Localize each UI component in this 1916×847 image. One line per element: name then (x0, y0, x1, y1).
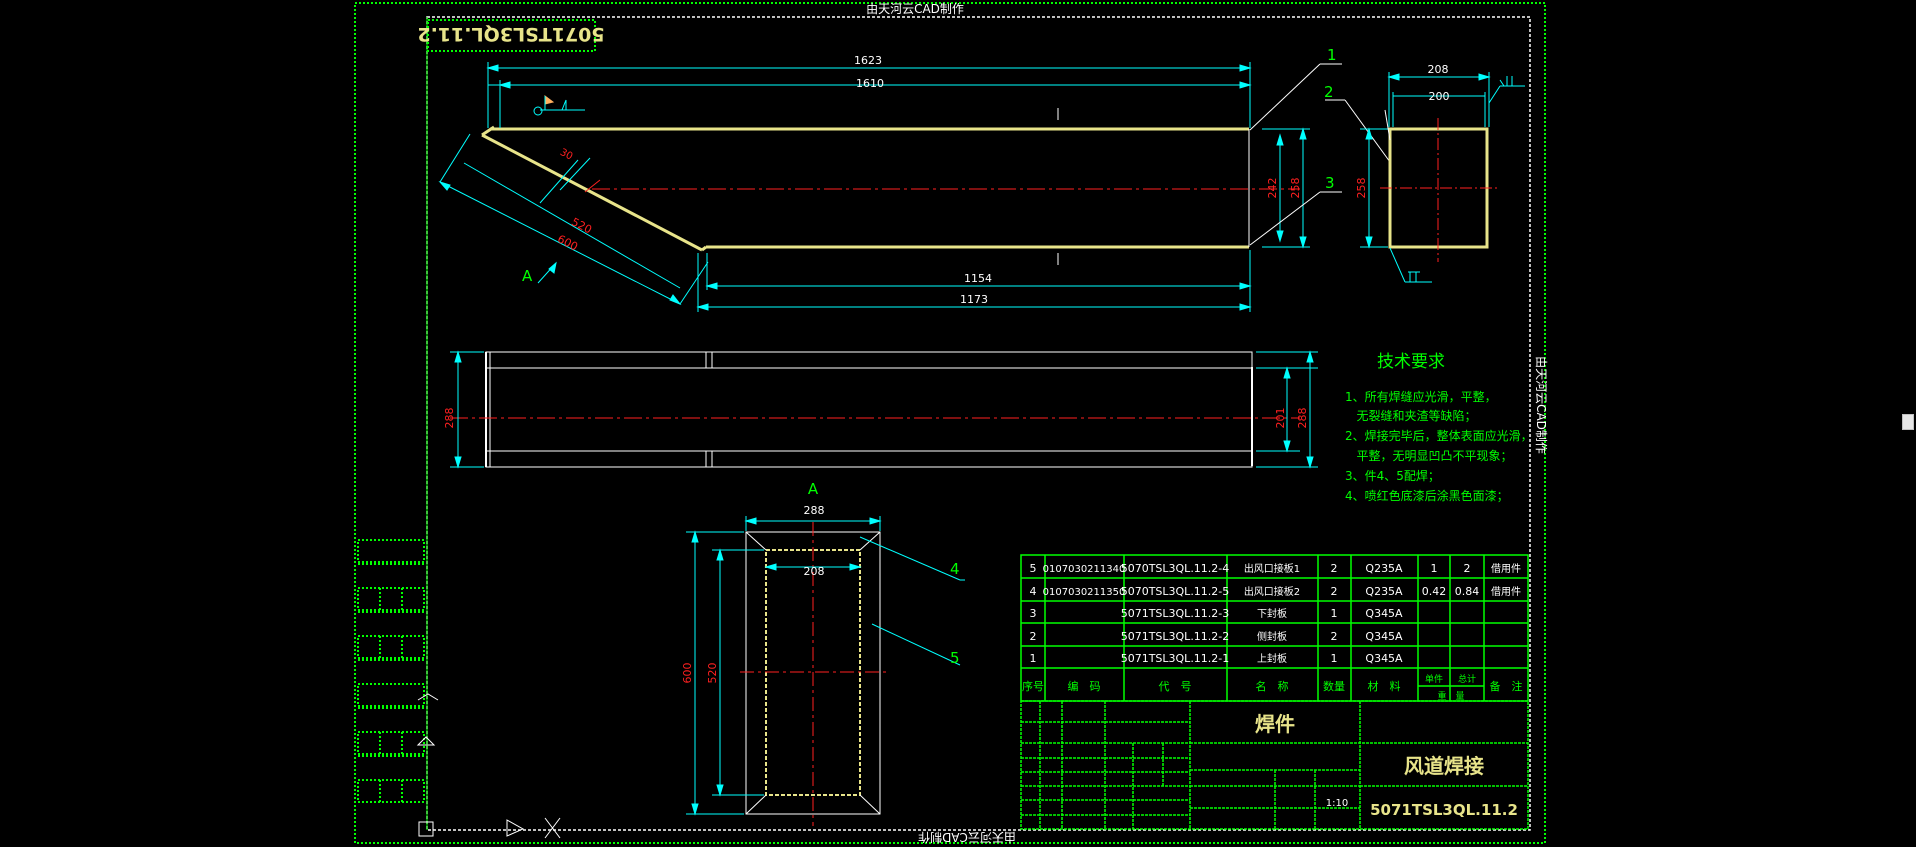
view-a-dim-288: 288 (804, 504, 825, 517)
dim-30: 30 (558, 147, 574, 163)
title-drawing-no: 5071TSL3QL.11.2 (1370, 801, 1518, 819)
bom-cell-name: 上封板 (1257, 652, 1287, 665)
watermark-bottom: 由天河云CAD制作 (918, 830, 1016, 844)
tech-req-line-4: 平整，无明显凹凸不平现象； (1345, 448, 1512, 463)
dim-520: 520 (569, 215, 594, 236)
view-a-dim-520: 520 (706, 663, 719, 684)
view-a (686, 516, 965, 826)
tech-req-line-1: 1、所有焊缝应光滑，平整， (1345, 389, 1497, 404)
drawing-number-box: 5071TSL3QL.11.2 (417, 19, 605, 52)
bom-cell-w2: 0.84 (1455, 585, 1480, 598)
bom-header-no: 序号 (1022, 679, 1044, 693)
dim-258: 258 (1289, 178, 1302, 199)
bom-cell-part: 5071TSL3QL.11.2-3 (1121, 607, 1230, 620)
bom-cell-qty: 2 (1331, 630, 1338, 643)
bom-header-note: 备 注 (1490, 679, 1523, 693)
main-view-dims (438, 62, 1310, 312)
watermark-right: 由天河云CAD制作 (1534, 356, 1548, 454)
side-dim-200: 200 (1429, 90, 1450, 103)
balloon-4: 4 (950, 560, 960, 578)
balloon-5: 5 (950, 649, 960, 667)
balloon-2: 2 (1324, 83, 1334, 101)
bom-cell-note: 借用件 (1491, 563, 1521, 575)
bom-cell-name: 出风口接板2 (1244, 585, 1300, 598)
plan-dim-288-right: 288 (1296, 408, 1309, 429)
bom-cell-no: 4 (1030, 585, 1037, 598)
bom-header-w2: 总计 (1458, 673, 1476, 685)
tech-req-line-3: 2、焊接完毕后，整体表面应光滑， (1345, 428, 1533, 443)
bom-cell-part: 5071TSL3QL.11.2-1 (1121, 652, 1230, 665)
title-assembly: 焊件 (1255, 712, 1295, 736)
drawing-number-upside: 5071TSL3QL.11.2 (417, 23, 604, 45)
dim-1173: 1173 (960, 293, 988, 306)
bom-header-qty: 数量 (1323, 680, 1345, 693)
dim-1154: 1154 (964, 272, 992, 285)
bom-cell-w1: 0.42 (1422, 585, 1447, 598)
bom-cell-no: 3 (1030, 607, 1037, 620)
tech-req-line-5: 3、件4、5配焊； (1345, 468, 1440, 483)
bom-cell-no: 5 (1030, 562, 1037, 575)
bom-cell-mat: Q345A (1365, 652, 1403, 665)
ucs-icon (416, 693, 561, 839)
vertical-scrollbar-thumb[interactable] (1902, 414, 1914, 430)
plan-dim-201: 201 (1274, 408, 1287, 429)
tech-req-title: 技术要求 (1377, 352, 1445, 372)
bom-cell-qty: 1 (1331, 652, 1338, 665)
bom-cell-note: 借用件 (1491, 586, 1521, 598)
bom-cell-qty: 2 (1331, 562, 1338, 575)
dim-1610: 1610 (856, 77, 884, 90)
bom-cell-mat: Q235A (1365, 585, 1403, 598)
bom-cell-no: 1 (1030, 652, 1037, 665)
side-view (1360, 72, 1525, 283)
side-dim-258: 258 (1355, 178, 1368, 199)
view-a-dim-600: 600 (681, 663, 694, 684)
bom-cell-code: 0107030211350 (1043, 587, 1126, 598)
main-view (481, 108, 1300, 265)
tech-req-line-2: 无裂缝和夹渣等缺陷； (1345, 408, 1476, 423)
left-strip (357, 539, 425, 803)
bom-cell-qty: 1 (1331, 607, 1338, 620)
balloon-3: 3 (1325, 174, 1335, 192)
bom-cell-no: 2 (1030, 630, 1037, 643)
bom-cell-w2: 2 (1464, 562, 1471, 575)
dim-1623: 1623 (854, 54, 882, 67)
bom-cell-name: 侧封板 (1257, 630, 1287, 643)
title-block-grid (1020, 700, 1529, 830)
dim-242: 242 (1266, 178, 1279, 199)
view-a-dim-208: 208 (804, 565, 825, 578)
bom-header-mat: 材 料 (1368, 679, 1401, 693)
bom-cell-qty: 2 (1331, 585, 1338, 598)
bom-cell-name: 出风口接板1 (1244, 562, 1300, 575)
title-ratio: 1:10 (1326, 798, 1348, 809)
leaders-main (1249, 63, 1391, 246)
bom-cell-w1: 1 (1431, 562, 1438, 575)
bom-header-weight: 重 量 (1437, 690, 1464, 702)
bom-cell-part: 5070TSL3QL.11.2-5 (1121, 585, 1230, 598)
bom-cell-name: 下封板 (1257, 607, 1287, 620)
plan-dim-288-left: 288 (443, 408, 456, 429)
tech-req-line-6: 4、喷红色底漆后涂黑色面漆； (1345, 488, 1509, 503)
bom-header-code: 编 码 (1068, 679, 1101, 693)
view-a-arrow-label: A (522, 267, 533, 285)
bom-header-name: 名 称 (1256, 679, 1289, 693)
bom-cell-mat: Q345A (1365, 630, 1403, 643)
plan-view (450, 350, 1318, 469)
dim-600: 600 (555, 232, 580, 253)
bom-cell-part: 5070TSL3QL.11.2-4 (1121, 562, 1230, 575)
title-part-name: 风道焊接 (1404, 754, 1484, 778)
watermark-top: 由天河云CAD制作 (866, 2, 964, 16)
side-dim-208: 208 (1428, 63, 1449, 76)
view-a-title: A (808, 480, 819, 498)
bom-cell-code: 0107030211340 (1043, 564, 1126, 575)
bom-header-part: 代 号 (1159, 680, 1192, 693)
balloon-1: 1 (1327, 46, 1337, 64)
bom-header-w1: 单件 (1425, 673, 1443, 685)
bom-cell-mat: Q345A (1365, 607, 1403, 620)
bom-cell-mat: Q235A (1365, 562, 1403, 575)
bom-cell-part: 5071TSL3QL.11.2-2 (1121, 630, 1230, 643)
